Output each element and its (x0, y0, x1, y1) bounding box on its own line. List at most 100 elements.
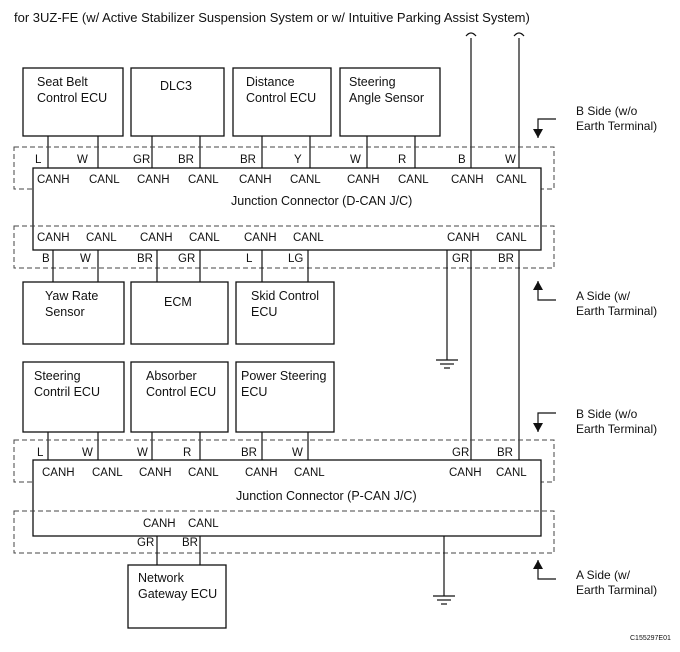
pin-label: CANH (447, 232, 480, 244)
pcan-ground (433, 536, 455, 605)
pin-label: CANL (189, 232, 220, 244)
arrow-up-icon (533, 560, 543, 569)
skid-control-ecu: Skid Control ECU (235, 281, 335, 345)
wire-code: BR (137, 253, 153, 265)
pin-label: CANL (293, 232, 324, 244)
pcan-bottom-wire-codes: GR BR (137, 537, 198, 549)
wire-code: BR (241, 447, 257, 459)
wire-code: B (42, 253, 50, 265)
ecu-label: Absorber (146, 369, 197, 383)
side-label: B Side (w/o (576, 104, 638, 118)
wire-code: W (82, 447, 93, 459)
ecu-label: Power Steering (241, 369, 327, 383)
pin-label: CANL (89, 174, 120, 186)
pin-label: CANH (139, 467, 172, 479)
side-label: A Side (w/ (576, 289, 631, 303)
arrow-up-icon (533, 281, 543, 290)
wire-code: GR (137, 537, 154, 549)
b-side-label-top: B Side (w/o Earth Terminal) (533, 104, 657, 138)
wire-code: W (137, 447, 148, 459)
pin-label: CANH (143, 518, 176, 530)
ecu-label: ECM (164, 295, 192, 309)
ecu-label: Control ECU (37, 91, 107, 105)
pin-label: CANL (188, 467, 219, 479)
pin-label: CANL (496, 232, 527, 244)
pin-label: CANL (188, 174, 219, 186)
wire-code: Y (294, 154, 302, 166)
pin-label: CANH (137, 174, 170, 186)
pin-label: CANH (449, 467, 482, 479)
seat-belt-control-ecu: Seat Belt Control ECU (22, 67, 124, 137)
pin-label: CANL (398, 174, 429, 186)
wire-code: R (183, 447, 191, 459)
wire-code: BR (240, 154, 256, 166)
wire-code: B (458, 154, 466, 166)
wire-code: BR (182, 537, 198, 549)
wire-code: W (77, 154, 88, 166)
b-side-label-pcan: B Side (w/o Earth Terminal) (533, 407, 657, 436)
dcan-top-wire-codes: L W GR BR BR Y W R B W (35, 154, 516, 166)
wire-code: GR (133, 154, 150, 166)
wire-code: GR (452, 447, 469, 459)
pin-label: CANL (92, 467, 123, 479)
pcan-bottom-connector-region (13, 510, 555, 554)
absorber-control-ecu: Absorber Control ECU (130, 361, 229, 433)
pcan-junction-connector: CANH CANL CANH CANL CANH CANL CANH CANL … (32, 459, 542, 537)
side-label: Earth Tarminal) (576, 304, 657, 318)
pin-label: CANH (244, 232, 277, 244)
ecu-label: Sensor (45, 305, 85, 319)
pcan-ecu-wires (47, 432, 309, 460)
ecu-label: ECU (251, 305, 277, 319)
mid-ecu-wires (52, 250, 309, 282)
wire-code: W (80, 253, 91, 265)
ecm: ECM (130, 281, 229, 345)
wire-code: BR (498, 253, 514, 265)
network-gateway-ecu: Network Gateway ECU (127, 564, 227, 629)
wire-code: LG (288, 253, 303, 265)
distance-control-ecu: Distance Control ECU (232, 67, 332, 137)
yaw-rate-sensor: Yaw Rate Sensor (22, 281, 125, 345)
ecu-label: DLC3 (160, 79, 192, 93)
steering-contril-ecu: Steering Contril ECU (22, 361, 125, 433)
arrow-down-icon (533, 423, 543, 432)
pin-label: CANL (188, 518, 219, 530)
ecu-label: Gateway ECU (138, 587, 217, 601)
wire-code: W (505, 154, 516, 166)
a-side-label-bottom: A Side (w/ Earth Tarminal) (533, 560, 657, 597)
ecu-label: Skid Control (251, 289, 319, 303)
wire-code: L (37, 447, 44, 459)
figure-code: C155297E01 (630, 635, 671, 642)
arrow-down-icon (533, 129, 543, 138)
wire-code: GR (178, 253, 195, 265)
pin-label: CANH (239, 174, 272, 186)
side-label: Earth Terminal) (576, 119, 657, 133)
wire-code: W (350, 154, 361, 166)
pin-label: CANH (140, 232, 173, 244)
diagram-title: for 3UZ-FE (w/ Active Stabilizer Suspens… (14, 10, 530, 25)
ecu-label: Yaw Rate (45, 289, 98, 303)
pin-label: CANL (290, 174, 321, 186)
ecu-label: ECU (241, 385, 267, 399)
pin-label: CANH (37, 232, 70, 244)
ecu-label: Contril ECU (34, 385, 100, 399)
ecu-label: Distance (246, 75, 295, 89)
pin-label: CANL (294, 467, 325, 479)
side-label: Earth Tarminal) (576, 583, 657, 597)
dcan-ground (436, 250, 458, 369)
side-label: A Side (w/ (576, 568, 631, 582)
ecu-label: Steering (349, 75, 396, 89)
dcan-bottom-connector-region (13, 225, 555, 269)
wire-code: L (35, 154, 42, 166)
pin-label: CANH (451, 174, 484, 186)
gateway-wires (156, 536, 201, 565)
pin-label: CANH (245, 467, 278, 479)
wire-code: W (292, 447, 303, 459)
dlc3: DLC3 (130, 67, 225, 137)
wire-code: GR (452, 253, 469, 265)
wire-code: BR (178, 154, 194, 166)
pin-label: CANH (37, 174, 70, 186)
ecu-label: Angle Sensor (349, 91, 424, 105)
pin-label: CANL (496, 467, 527, 479)
side-label: Earth Terminal) (576, 422, 657, 436)
